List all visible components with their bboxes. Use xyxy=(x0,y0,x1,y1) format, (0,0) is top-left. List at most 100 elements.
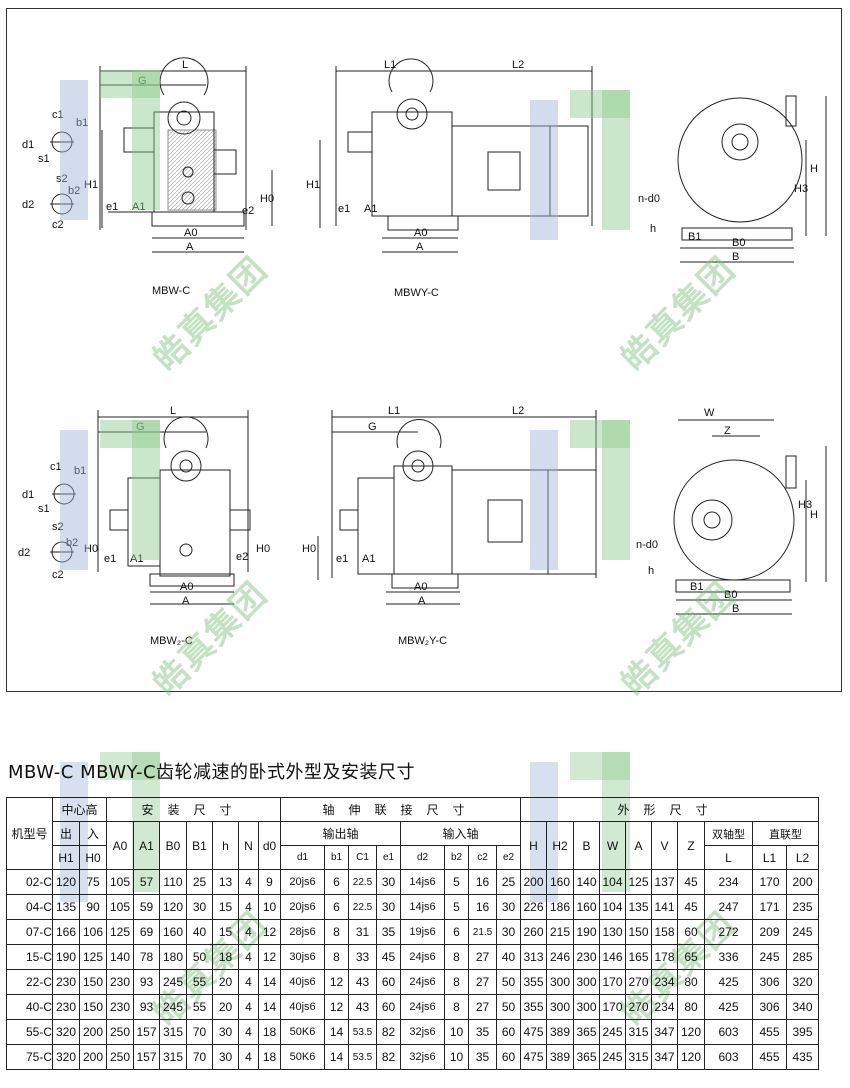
dim-h-6: h xyxy=(648,565,654,577)
dim-L1-5: L1 xyxy=(388,405,400,417)
model-cell: 07-C xyxy=(6,919,53,945)
table-cell: 12 xyxy=(258,944,281,970)
dim-A0-1: A0 xyxy=(184,227,197,239)
table-cell: 14js6 xyxy=(400,869,445,895)
table-cell: 50 xyxy=(186,944,213,970)
table-cell: 45 xyxy=(677,869,705,895)
table-cell: 20 xyxy=(212,969,239,995)
table-cell: 18 xyxy=(212,944,239,970)
table-cell: 6 xyxy=(324,869,349,895)
table-cell: 8 xyxy=(324,944,349,970)
dim-B1-6: B1 xyxy=(690,581,703,593)
dim-L-4: L xyxy=(170,405,176,417)
table-cell: 14js6 xyxy=(400,894,445,920)
table-cell: 250 xyxy=(106,1044,134,1070)
dim-b1-1: b1 xyxy=(76,117,88,129)
table-cell: 135 xyxy=(52,894,80,920)
table-cell: 30 xyxy=(496,894,521,920)
table-cell: 82 xyxy=(376,1044,401,1070)
table-cell: 28js6 xyxy=(280,919,325,945)
dim-s2-1: s2 xyxy=(56,173,68,185)
model-cell: 15-C xyxy=(6,944,53,970)
table-cell: 215 xyxy=(546,919,574,945)
table-cell: 245 xyxy=(159,969,187,995)
dim-A1-5: A1 xyxy=(362,553,375,565)
table-cell: 160 xyxy=(159,919,187,945)
table-cell: 21.5 xyxy=(468,919,497,945)
header-d0: d0 xyxy=(258,821,281,870)
table-cell: 340 xyxy=(786,994,819,1020)
dim-H-3: H xyxy=(810,163,818,175)
table-cell: 60 xyxy=(677,919,705,945)
table-cell: 45 xyxy=(677,894,705,920)
table-cell: 20 xyxy=(212,994,239,1020)
dim-H3-6: H3 xyxy=(798,499,812,511)
table-cell: 320 xyxy=(52,1019,80,1045)
table-cell: 30 xyxy=(376,894,401,920)
header-h: h xyxy=(212,821,239,870)
table-cell: 4 xyxy=(238,994,259,1020)
header-B: B xyxy=(573,821,600,870)
header-e1: e1 xyxy=(376,845,401,870)
table-cell: 235 xyxy=(786,894,819,920)
table-cell: 200 xyxy=(520,869,547,895)
dim-A1-2: A1 xyxy=(364,203,377,215)
table-cell: 4 xyxy=(238,894,259,920)
table-cell: 27 xyxy=(468,944,497,970)
table-cell: 90 xyxy=(79,894,107,920)
dim-A1-1: A1 xyxy=(132,201,145,213)
table-cell: 315 xyxy=(625,1019,652,1045)
table-cell: 20js6 xyxy=(280,869,325,895)
table-cell: 12 xyxy=(324,969,349,995)
table-cell: 5 xyxy=(444,869,469,895)
table-cell: 190 xyxy=(52,944,80,970)
table-cell: 20js6 xyxy=(280,894,325,920)
table-cell: 300 xyxy=(573,994,600,1020)
model-cell: 04-C xyxy=(6,894,53,920)
table-cell: 389 xyxy=(546,1019,574,1045)
dim-Z-6: Z xyxy=(724,425,731,437)
mbwy-c-drawing xyxy=(319,58,593,253)
header-B1: B1 xyxy=(186,821,213,870)
table-cell: 171 xyxy=(752,894,787,920)
table-cell: 146 xyxy=(599,944,626,970)
caption-mbw-c: MBW-C xyxy=(152,285,190,297)
table-cell: 140 xyxy=(573,869,600,895)
table-cell: 105 xyxy=(106,894,134,920)
table-cell: 603 xyxy=(704,1044,753,1070)
table-cell: 178 xyxy=(651,944,678,970)
table-cell: 200 xyxy=(79,1044,107,1070)
header-b2: b2 xyxy=(444,845,469,870)
table-cell: 106 xyxy=(79,919,107,945)
table-cell: 35 xyxy=(468,1019,497,1045)
table-cell: 14 xyxy=(258,994,281,1020)
header-Z: Z xyxy=(677,821,705,870)
table-cell: 14 xyxy=(258,969,281,995)
dim-c1-1: c1 xyxy=(52,109,64,121)
table-cell: 226 xyxy=(520,894,547,920)
table-cell: 150 xyxy=(79,969,107,995)
table-cell: 93 xyxy=(133,994,160,1020)
dim-d2-4: d2 xyxy=(18,547,30,559)
table-cell: 50K6 xyxy=(280,1044,325,1070)
table-cell: 158 xyxy=(651,919,678,945)
table-cell: 475 xyxy=(520,1019,547,1045)
table-cell: 125 xyxy=(106,919,134,945)
table-cell: 166 xyxy=(52,919,80,945)
table-cell: 24js6 xyxy=(400,969,445,995)
table-cell: 60 xyxy=(496,1044,521,1070)
header-d1: d1 xyxy=(280,845,325,870)
table-cell: 18 xyxy=(258,1044,281,1070)
table-cell: 43 xyxy=(348,994,377,1020)
dim-L2-5: L2 xyxy=(512,405,524,417)
header-H: H xyxy=(520,821,547,870)
table-cell: 75 xyxy=(79,869,107,895)
table-cell: 40 xyxy=(496,944,521,970)
table-cell: 347 xyxy=(651,1044,678,1070)
table-cell: 125 xyxy=(79,944,107,970)
table-cell: 125 xyxy=(625,869,652,895)
table-cell: 33 xyxy=(348,944,377,970)
